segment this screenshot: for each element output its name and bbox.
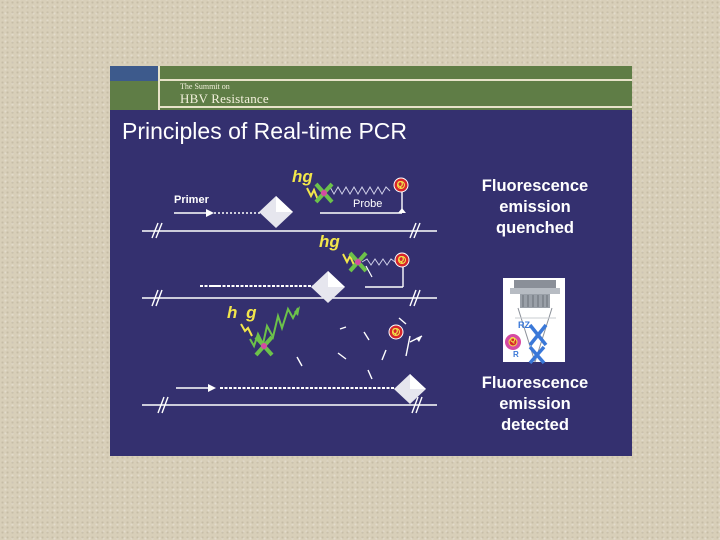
- caption-fluorescence-quenched: Fluorescence emission quenched: [460, 176, 610, 239]
- caption-line: quenched: [460, 218, 610, 239]
- quencher-label: Q: [398, 255, 404, 264]
- hg-label-row-3: h g: [227, 303, 259, 323]
- caption-line: emission: [460, 197, 610, 218]
- caption-line: emission: [460, 394, 610, 415]
- strand-row-3: [142, 306, 437, 413]
- inset-rz-label: RZ: [518, 320, 530, 330]
- caption-line: Fluorescence: [460, 373, 610, 394]
- strand-row-1: [142, 178, 437, 238]
- strand-row-2: [142, 253, 437, 306]
- caption-line: Fluorescence: [460, 176, 610, 197]
- hg-label-row-1: hg: [292, 167, 313, 187]
- hg-label-row-2: hg: [319, 232, 340, 252]
- slide: The Summit on HBV Resistance Principles …: [110, 66, 632, 456]
- probe-label: Probe: [353, 198, 382, 210]
- reporter-cross-icon: [316, 184, 332, 202]
- quencher-label: Q: [397, 180, 403, 189]
- caption-line: detected: [460, 415, 610, 436]
- caption-fluorescence-detected: Fluorescence emission detected: [460, 373, 610, 436]
- quencher-label: Q: [392, 327, 398, 336]
- inset-r-label: R: [513, 350, 519, 359]
- primer-label: Primer: [174, 194, 209, 206]
- inset-q-label: Q: [510, 337, 515, 344]
